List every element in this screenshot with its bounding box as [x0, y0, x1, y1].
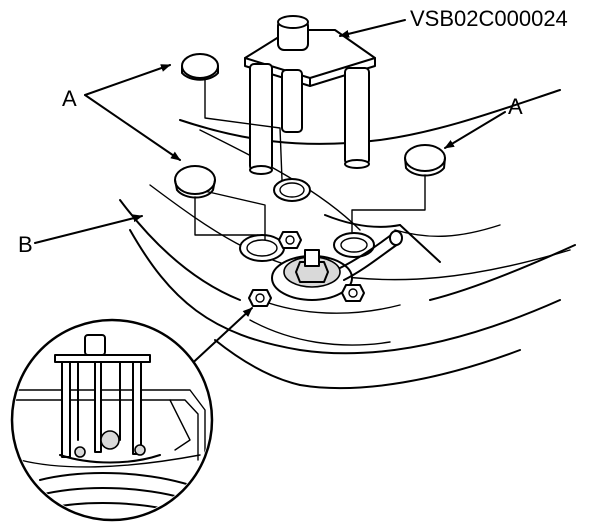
tool-code-label: VSB02C000024 [410, 6, 568, 31]
service-hole-center [273, 178, 311, 202]
cap-a-top [181, 53, 219, 81]
cap-a-right [404, 144, 446, 177]
cap-guide-lines [194, 79, 426, 241]
mounting-nut-left [248, 289, 272, 307]
label-a-right: A [508, 94, 523, 119]
special-tool [244, 15, 376, 175]
leader-arrows [34, 19, 506, 371]
detail-inset [10, 318, 214, 522]
service-hole-right [333, 232, 375, 258]
label-b: B [18, 232, 33, 257]
service-hole-left [239, 234, 285, 262]
label-a-left: A [62, 86, 77, 111]
cap-a-middle [174, 165, 216, 199]
mounting-nut-right [341, 284, 365, 302]
mounting-nut-top [278, 231, 302, 249]
strut-tower-body [119, 89, 576, 390]
strut-top-mount [271, 230, 403, 301]
